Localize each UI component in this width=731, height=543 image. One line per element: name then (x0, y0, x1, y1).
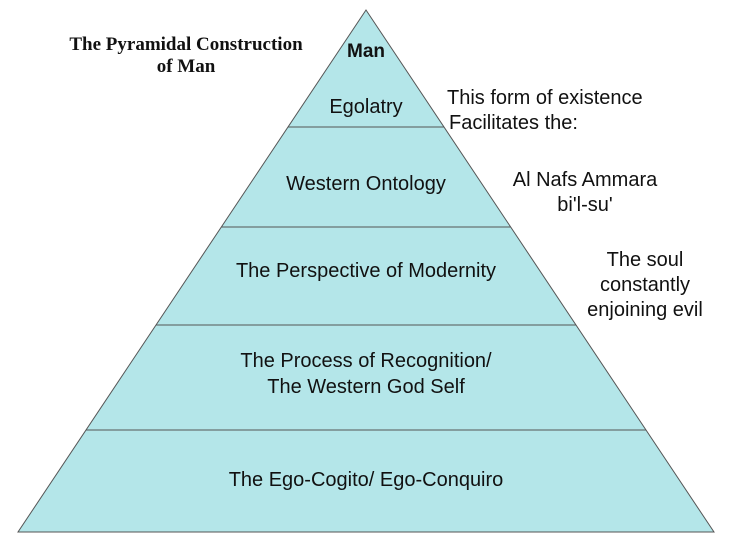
level-western-ontology: Western Ontology (286, 173, 446, 195)
level-process-recognition: The Process of Recognition/ The Western … (116, 348, 616, 400)
annotation-line: enjoining evil (587, 299, 703, 321)
apex-label: Man (347, 41, 385, 62)
level-ego-cogito: The Ego-Cogito/ Ego-Conquiro (228, 469, 504, 491)
annotation-nafs: Al Nafs Ammara bi'l-su' (490, 168, 680, 218)
annotation-soul: The soul constantly enjoining evil (570, 248, 720, 323)
annotation-line: The soul (606, 249, 684, 271)
annotation-line: This form of existence (447, 87, 643, 109)
diagram-title: The Pyramidal Construction of Man (40, 34, 332, 78)
annotation-line: bi'l-su' (557, 194, 613, 216)
level-line: The Process of Recognition/ (240, 350, 492, 372)
annotation-line: constantly (599, 274, 691, 296)
level-line: The Western God Self (267, 376, 465, 398)
title-line: The Pyramidal Construction (69, 34, 303, 55)
annotation-line: Al Nafs Ammara (512, 169, 658, 191)
annotation-line: Facilitates the: (449, 112, 578, 134)
annotation-existence: This form of existence Facilitates the: (447, 86, 687, 136)
level-egolatry: Egolatry (329, 96, 403, 118)
pyramid-shape (17, 9, 715, 533)
title-line: of Man (156, 56, 216, 77)
level-perspective-modernity: The Perspective of Modernity (235, 260, 497, 282)
